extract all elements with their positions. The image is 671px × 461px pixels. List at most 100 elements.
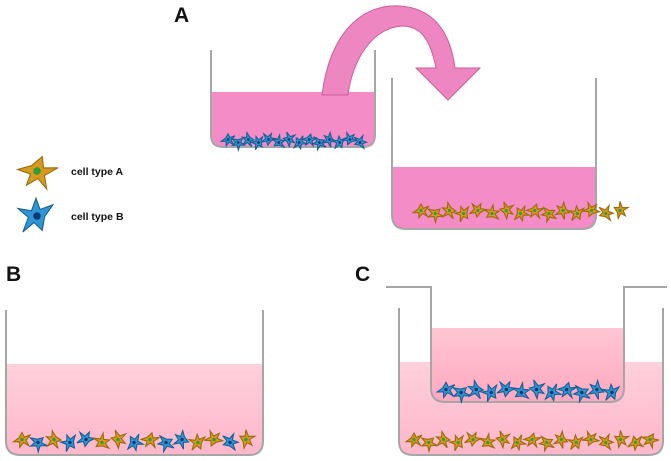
- cell-type-a: [610, 199, 631, 222]
- cell-type-a: [405, 432, 423, 448]
- outer-well-wall: [398, 308, 664, 456]
- cell-type-b: [289, 133, 309, 152]
- cell-type-b: [310, 133, 329, 152]
- cell-type-a: [493, 429, 512, 450]
- coculture-well-cells: [12, 428, 258, 455]
- cell-type-b: [220, 431, 241, 454]
- cell-type-b: [585, 377, 608, 401]
- transwell-insert-wall: [386, 286, 667, 403]
- cell-type-a: [524, 201, 545, 221]
- cell-type-a: [412, 203, 430, 219]
- panel-label-b: B: [6, 263, 21, 286]
- cell-type-b: [340, 130, 360, 148]
- cell-type-b: [467, 379, 485, 400]
- cell-type-a: [551, 429, 571, 450]
- cell-type-b: [320, 130, 338, 149]
- cell-type-a: [12, 431, 32, 448]
- cell-type-a: [463, 430, 483, 448]
- cell-type-b: [448, 380, 473, 405]
- cell-type-a: [447, 431, 470, 454]
- coculture-well-wall: [5, 310, 264, 456]
- source-dish-medium: [211, 92, 375, 147]
- cell-type-b: [478, 380, 504, 405]
- cell-type-b: [260, 131, 277, 147]
- cell-type-b: [555, 379, 578, 401]
- cell-type-a: [497, 200, 516, 221]
- source-dish: [210, 50, 376, 153]
- cell-type-a: [581, 200, 603, 221]
- cell-type-a: [481, 202, 504, 225]
- cell-type-a: [45, 429, 63, 450]
- cell-type-a: [108, 429, 128, 451]
- cell-type-b: [527, 378, 547, 401]
- cell-type-b: [539, 381, 564, 405]
- cell-type-a: [441, 201, 457, 220]
- cell-type-a: [596, 432, 616, 453]
- legend-cell-b-label: cell type B: [71, 211, 124, 223]
- cell-type-b: [436, 381, 456, 399]
- cell-type-b: [496, 379, 517, 399]
- cell-type-a: [625, 433, 646, 453]
- cell-type-b: [154, 431, 177, 455]
- coculture-well-medium: [6, 364, 263, 455]
- cell-type-a: [565, 432, 587, 453]
- cell-type-a: [435, 430, 452, 449]
- source-dish-wall: [210, 50, 376, 148]
- legend-cell-a-icon: [12, 149, 61, 195]
- cell-type-a: [553, 200, 573, 221]
- legend: cell type A cell type B: [12, 149, 124, 238]
- cell-type-b: [570, 380, 593, 405]
- panel-label-c: C: [355, 263, 370, 286]
- cell-type-a: [610, 428, 632, 451]
- cell-type-a: [452, 202, 475, 225]
- cell-type-a: [521, 430, 542, 450]
- cell-type-b: [600, 381, 624, 404]
- cell-type-b: [122, 431, 146, 455]
- cell-type-a: [580, 429, 602, 450]
- transfer-arrow: [321, 5, 482, 101]
- legend-cell-b-icon: [12, 192, 61, 238]
- cell-type-b: [25, 430, 50, 455]
- coculture-well: [5, 310, 264, 456]
- cell-type-a: [12, 149, 61, 195]
- cell-type-a: [423, 202, 446, 225]
- cell-type-a: [638, 429, 661, 451]
- receiving-dish-cells: [412, 199, 631, 225]
- cell-type-b: [509, 380, 534, 405]
- cell-type-a: [186, 431, 210, 453]
- cell-type-a: [509, 203, 532, 225]
- cell-type-b: [57, 430, 82, 454]
- insert-cells: [436, 377, 624, 405]
- cell-type-b: [269, 132, 289, 152]
- insert-medium: [431, 328, 624, 402]
- cell-type-b: [12, 192, 61, 238]
- transwell-system: [386, 286, 667, 456]
- cell-type-a: [139, 429, 161, 450]
- cell-type-a: [506, 432, 529, 454]
- cell-type-b: [228, 133, 248, 153]
- outer-well-cells: [405, 428, 661, 454]
- legend-cell-a-label: cell type A: [71, 166, 124, 178]
- cell-type-b: [300, 131, 318, 148]
- cell-type-a: [417, 431, 440, 454]
- panel-label-a: A: [174, 4, 189, 27]
- transfer-arrow-shape: [321, 5, 482, 101]
- cell-type-a: [477, 431, 499, 454]
- cell-type-a: [566, 203, 588, 224]
- cell-type-a: [468, 201, 488, 219]
- cell-type-b: [281, 131, 297, 149]
- cell-type-a: [202, 428, 226, 450]
- cell-type-b: [248, 132, 268, 152]
- cell-type-b: [220, 133, 236, 147]
- cell-type-b: [241, 131, 255, 148]
- cell-type-a: [538, 202, 559, 225]
- cell-type-b: [330, 133, 349, 151]
- receiving-dish-wall: [391, 78, 597, 230]
- cell-type-b: [75, 430, 97, 449]
- cell-type-a: [90, 430, 114, 455]
- cell-type-b: [171, 428, 193, 451]
- cell-type-a: [536, 431, 557, 454]
- source-dish-cells: [220, 130, 369, 153]
- cell-type-a: [596, 203, 616, 224]
